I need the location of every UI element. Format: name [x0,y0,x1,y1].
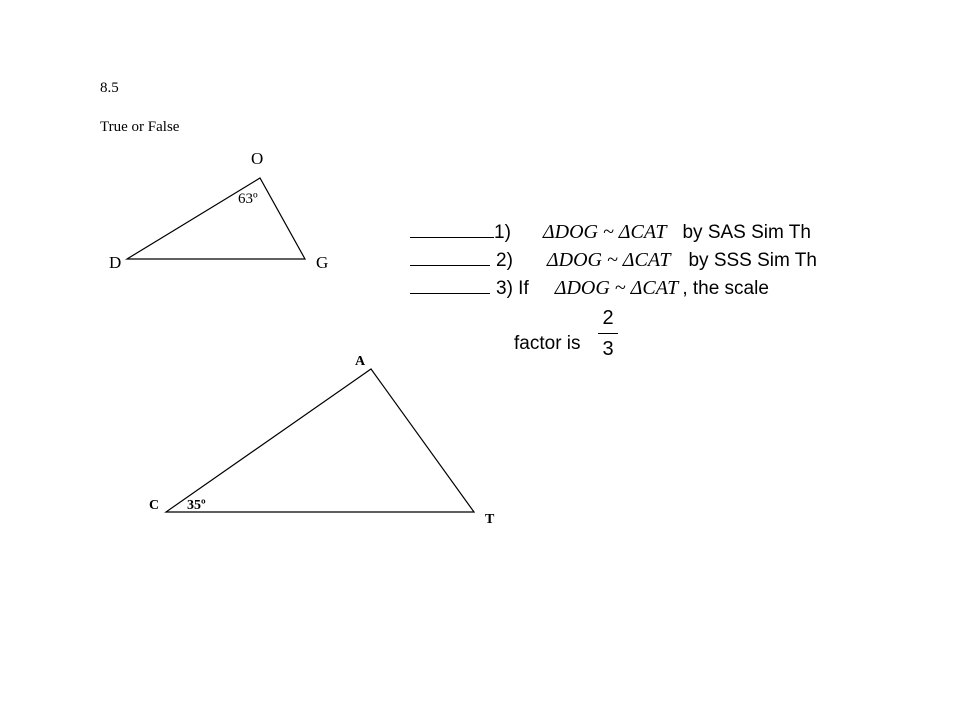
answer-blank-2[interactable] [410,249,490,266]
vertex-c-label: C [149,498,159,513]
answer-blank-3[interactable] [410,277,490,294]
question-1-number: 1) [494,222,511,243]
question-2-text: by SSS Sim Th [688,250,817,271]
question-2: 2) ΔDOG ~ ΔCAT by SSS Sim Th [410,249,817,270]
factor-label: factor is [514,333,581,354]
angle-c-label: 35º [187,498,206,513]
triangle-cat [164,368,476,513]
vertex-t-label: T [485,512,495,527]
fraction-denominator: 3 [602,338,614,360]
question-1-expression: ΔDOG ~ ΔCAT [542,221,667,243]
vertex-g-label: G [316,253,328,272]
page-subtitle: True or False [100,119,180,135]
angle-o-label: 63º [238,191,258,207]
fraction-bar [598,333,618,334]
question-2-expression: ΔDOG ~ ΔCAT [546,249,671,271]
question-1-text: by SAS Sim Th [682,222,811,243]
triangle-dog [124,177,307,260]
vertex-o-label: O [251,149,263,168]
question-3: 3) If ΔDOG ~ ΔCAT, the scale [410,277,769,298]
question-1: 1) ΔDOG ~ ΔCAT by SAS Sim Th [410,221,811,242]
question-2-number: 2) [496,250,513,271]
question-3-number: 3) If [496,278,529,299]
fraction-two-thirds: 2 3 [598,305,618,362]
vertex-d-label: D [109,253,121,272]
vertex-a-label: A [355,354,366,369]
question-3-text: , the scale [682,278,769,299]
question-3-expression: ΔDOG ~ ΔCAT [554,277,679,299]
answer-blank-1[interactable] [410,221,494,238]
section-number: 8.5 [100,80,119,96]
fraction-numerator: 2 [602,307,614,329]
